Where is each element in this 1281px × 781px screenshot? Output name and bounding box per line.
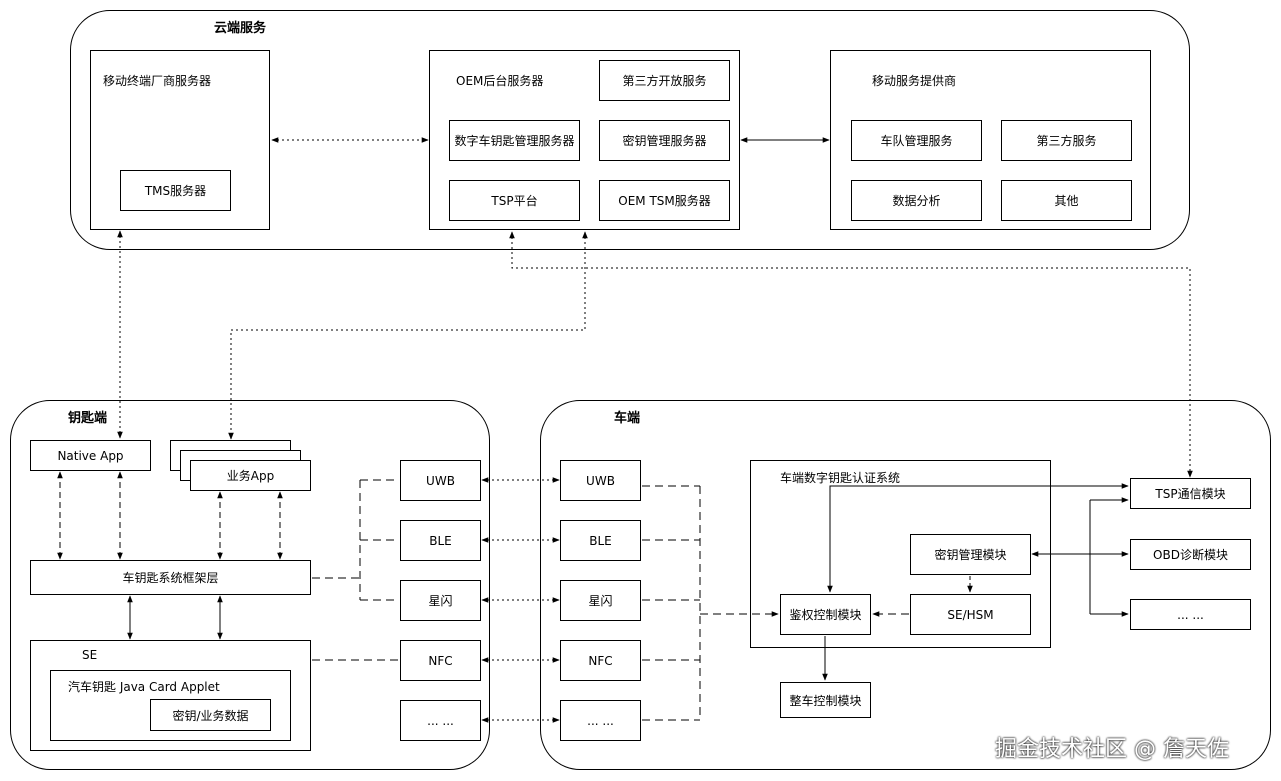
key-channel-nearlink: 星闪 (400, 580, 481, 621)
other-service-box: 其他 (1001, 180, 1132, 221)
car-channel-nearlink: 星闪 (560, 580, 641, 621)
third-party-open-service-box: 第三方开放服务 (599, 60, 730, 101)
key-side-title: 钥匙端 (68, 411, 108, 426)
mobile-vendor-server-label: 移动终端厂商服务器 (103, 74, 212, 88)
tsp-comm-module-box: TSP通信模块 (1130, 478, 1251, 509)
car-channel-ble: BLE (560, 520, 641, 561)
third-party-service-box: 第三方服务 (1001, 120, 1132, 161)
se-label: SE (82, 648, 98, 662)
biz-app-box: 业务App (190, 460, 311, 491)
tsp-platform-box: TSP平台 (449, 180, 580, 221)
java-card-applet-label: 汽车钥匙 Java Card Applet (68, 680, 220, 694)
tms-server-box: TMS服务器 (120, 170, 231, 211)
car-more-module-box: ... ... (1130, 599, 1251, 630)
link-tsm-bizapp (228, 231, 588, 440)
fleet-mgmt-box: 车队管理服务 (851, 120, 982, 161)
car-channel-more: ... ... (560, 700, 641, 741)
key-channel-more: ... ... (400, 700, 481, 741)
key-framework-layer-box: 车钥匙系统框架层 (30, 560, 311, 595)
vehicle-control-module-box: 整车控制模块 (780, 682, 871, 718)
watermark: 掘金技术社区 @ 詹天佐 (995, 737, 1229, 762)
data-analytics-box: 数据分析 (851, 180, 982, 221)
key-data-box: 密钥/业务数据 (150, 699, 271, 731)
link-tsp-auth (827, 483, 1129, 593)
oem-backend-label: OEM后台服务器 (456, 74, 544, 88)
cloud-services-title: 云端服务 (214, 21, 267, 36)
obd-module-box: OBD诊断模块 (1130, 539, 1251, 570)
key-channel-nfc: NFC (400, 640, 481, 681)
mobile-provider-label: 移动服务提供商 (872, 74, 957, 88)
oem-tsm-server-box: OEM TSM服务器 (599, 180, 730, 221)
link-tsp-tspcomm (509, 231, 1193, 478)
car-channel-nfc: NFC (560, 640, 641, 681)
digital-key-mgmt-server-box: 数字车钥匙管理服务器 (449, 120, 580, 161)
key-mgmt-server-box: 密钥管理服务器 (599, 120, 730, 161)
native-app-box: Native App (30, 440, 151, 471)
auth-control-module-box: 鉴权控制模块 (780, 594, 871, 635)
key-channel-uwb: UWB (400, 460, 481, 501)
key-channel-ble: BLE (400, 520, 481, 561)
se-hsm-box: SE/HSM (910, 594, 1031, 635)
